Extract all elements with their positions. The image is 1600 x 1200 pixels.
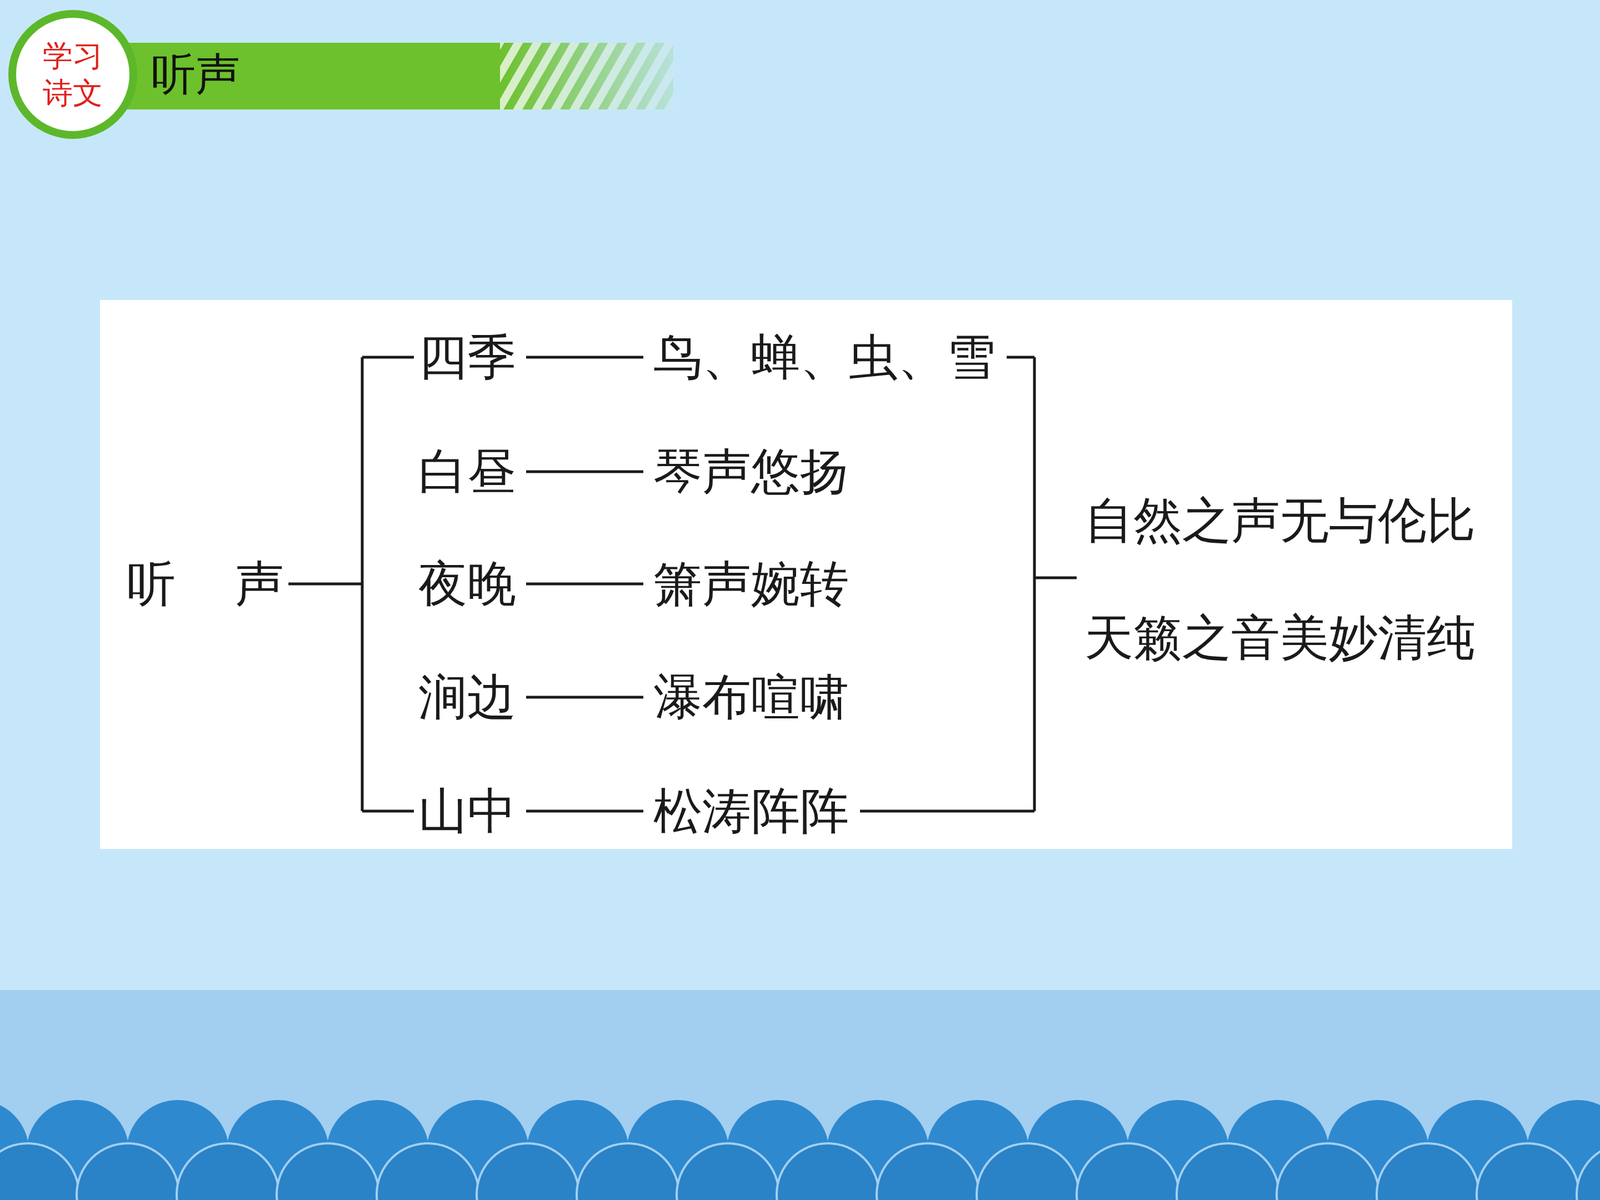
season-label: 白昼 <box>418 442 517 502</box>
bracket-lines <box>288 357 1077 812</box>
scallop <box>876 1143 979 1200</box>
scallop <box>676 1143 779 1200</box>
summary-label: 天籁之音美妙清纯 <box>1084 608 1476 668</box>
badge-circle: 学习 诗文 <box>8 10 138 139</box>
sound-label: 箫声婉转 <box>653 554 849 614</box>
sound-label: 瀑布喧啸 <box>653 667 849 727</box>
bracket-line <box>361 357 364 812</box>
title-bar-stripes <box>500 42 674 110</box>
season-label: 夜晚 <box>418 554 517 614</box>
stripes-fade <box>500 42 674 110</box>
bracket-line <box>860 810 1035 813</box>
bracket-line <box>362 356 414 359</box>
scallop <box>176 1143 279 1200</box>
bracket-line <box>526 582 644 586</box>
slide-title: 听声 <box>151 47 240 102</box>
scallop <box>1476 1143 1579 1200</box>
scallop <box>1576 1143 1600 1200</box>
scallop <box>0 1143 79 1200</box>
bracket-line <box>1006 356 1035 359</box>
summary-label: 自然之声无与伦比 <box>1084 491 1476 550</box>
bracket-line <box>1034 576 1077 580</box>
sound-label: 松涛阵阵 <box>653 781 849 841</box>
scallop <box>276 1143 379 1200</box>
bracket-line <box>526 810 644 813</box>
bracket-line <box>526 696 644 699</box>
season-label: 四季 <box>418 327 517 387</box>
scallop <box>1176 1143 1279 1200</box>
season-label: 涧边 <box>418 667 517 727</box>
scallop <box>376 1143 479 1200</box>
scallop <box>1376 1143 1479 1200</box>
season-label: 山中 <box>418 781 517 841</box>
scallop-row <box>0 1100 1600 1200</box>
scallop <box>576 1143 679 1200</box>
badge-text: 学习 诗文 <box>40 37 107 113</box>
white-panel <box>100 300 1513 849</box>
scallop <box>776 1143 879 1200</box>
sound-label: 琴声悠扬 <box>653 442 849 502</box>
title-bar <box>111 42 500 110</box>
bracket-line <box>362 810 414 813</box>
bracket-line <box>1033 357 1037 812</box>
scallop <box>1276 1143 1379 1200</box>
sound-label: 鸟、蝉、虫、雪 <box>653 327 996 387</box>
scallop <box>976 1143 1079 1200</box>
root-label: 听 声 <box>126 554 284 614</box>
scallop <box>76 1143 179 1200</box>
bracket-line <box>288 582 363 586</box>
bracket-line <box>526 356 644 359</box>
scallop <box>476 1143 579 1200</box>
bracket-line <box>526 470 644 474</box>
scallop <box>1076 1143 1179 1200</box>
